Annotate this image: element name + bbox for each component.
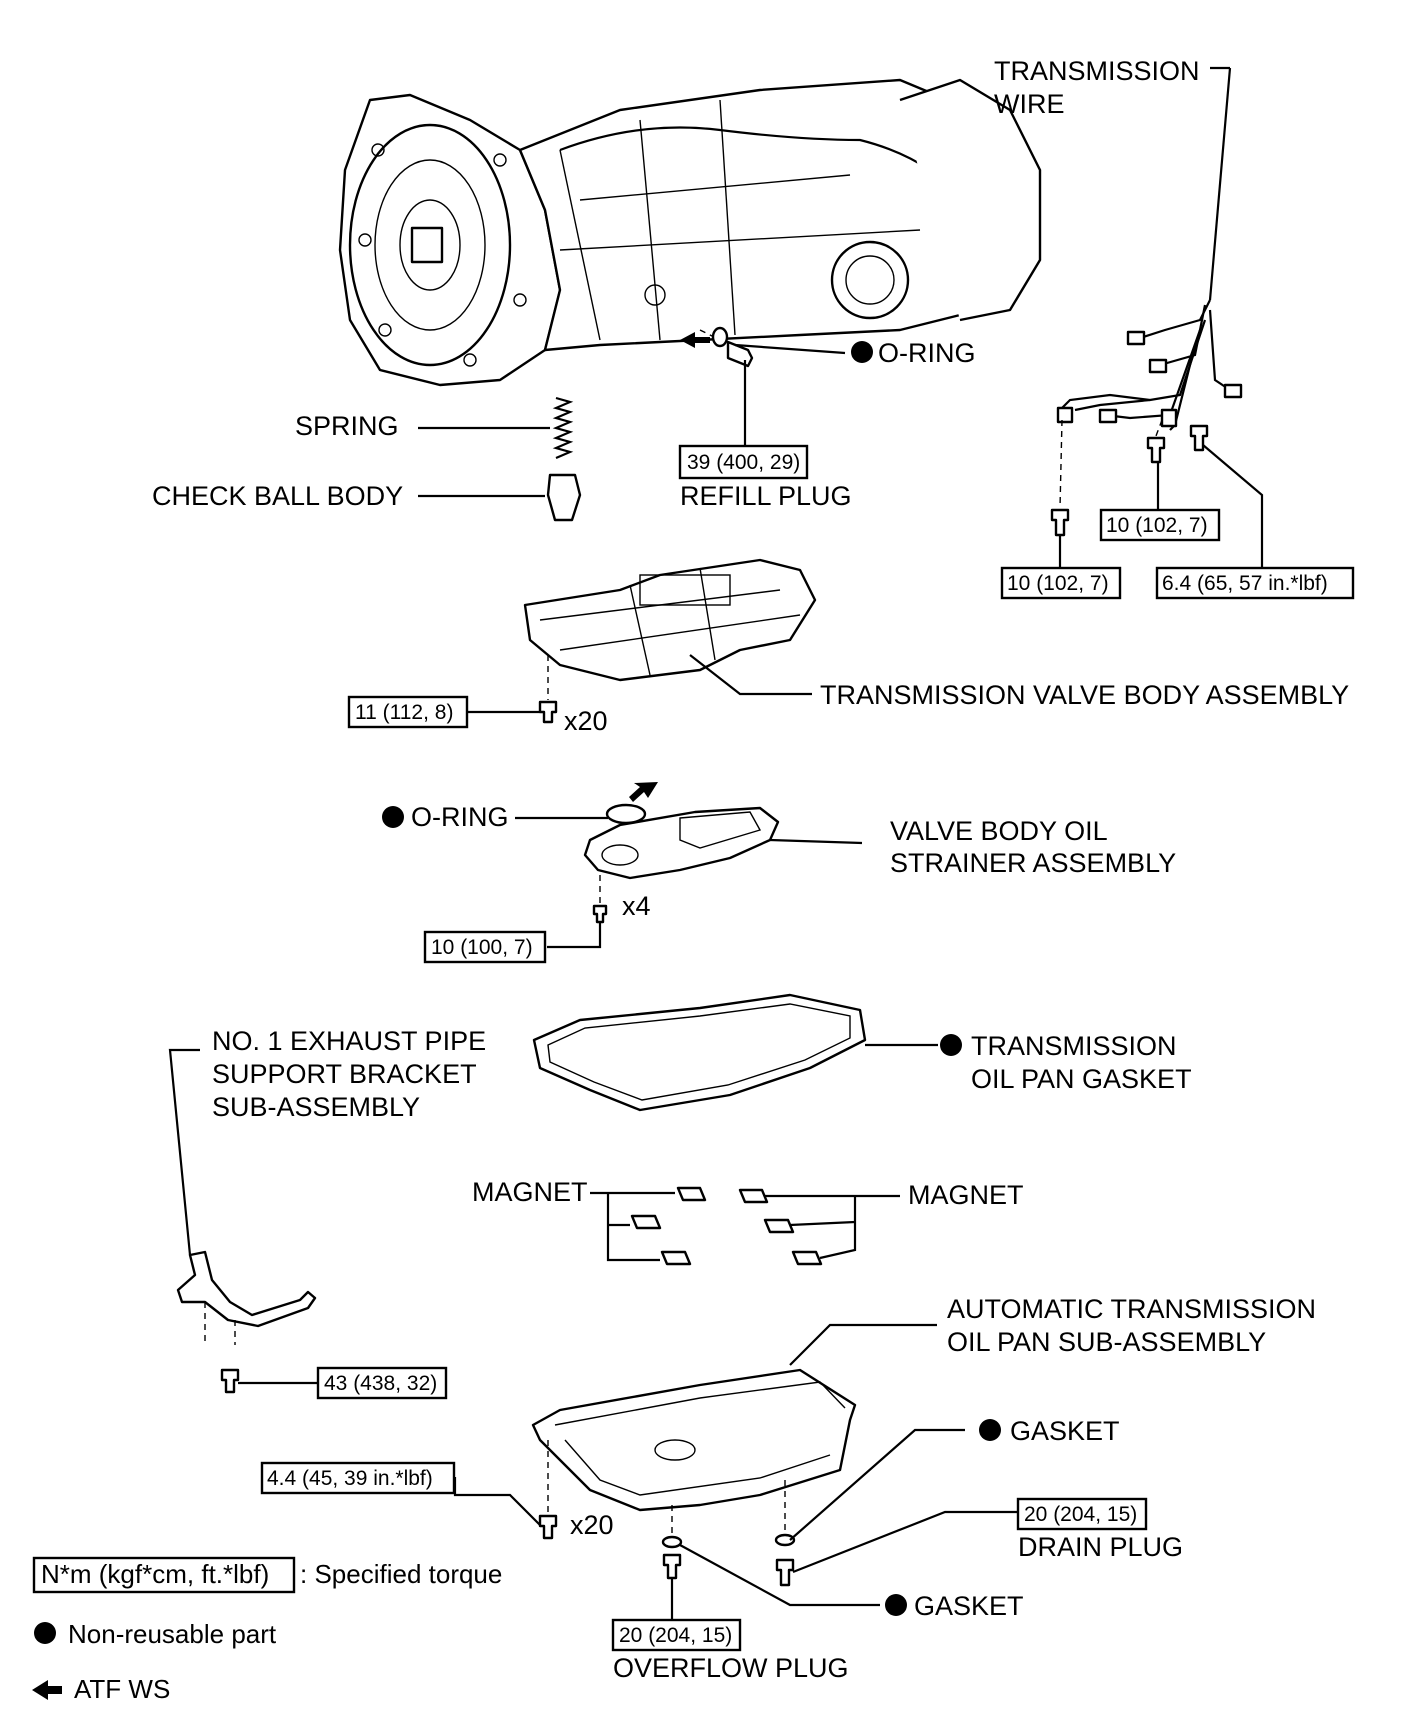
transmission-wire-label-1: TRANSMISSION bbox=[994, 56, 1200, 86]
gasket-upper-label: GASKET bbox=[1010, 1416, 1120, 1446]
gasket-lower-label: GASKET bbox=[914, 1591, 1024, 1621]
magnet-part bbox=[660, 1250, 692, 1266]
overflow-gasket-part bbox=[661, 1535, 683, 1549]
legend-non-reusable: Non-reusable part bbox=[68, 1619, 277, 1649]
oil-pan-qty: x20 bbox=[570, 1510, 614, 1540]
check-ball-body-label: CHECK BALL BODY bbox=[152, 481, 403, 511]
spring-checkball-group: SPRING CHECK BALL BODY bbox=[152, 396, 582, 522]
spring-label: SPRING bbox=[295, 411, 399, 441]
non-reusable-dot-icon bbox=[851, 341, 873, 363]
exhaust-bracket-part bbox=[176, 1250, 317, 1328]
magnet-part bbox=[763, 1218, 795, 1234]
overflow-plug-torque: 20 (204, 15) bbox=[619, 1624, 732, 1647]
drain-plug-part bbox=[775, 1558, 795, 1587]
o-ring-label: O-RING bbox=[878, 338, 976, 368]
atf-arrow-icon bbox=[680, 332, 710, 348]
strainer-o-ring-part bbox=[605, 803, 647, 825]
legend: N*m (kgf*cm, ft.*lbf) : Specified torque… bbox=[32, 1556, 502, 1704]
o-ring-part bbox=[711, 326, 729, 348]
magnet-part bbox=[676, 1186, 707, 1202]
o-ring-strainer-label: O-RING bbox=[411, 802, 509, 832]
refill-plug-group: O-RING 39 (400, 29) REFILL PLUG bbox=[678, 326, 976, 511]
atf-arrow-icon bbox=[629, 782, 658, 802]
oil-pan-torque: 4.4 (45, 39 in.*lbf) bbox=[267, 1467, 433, 1490]
oil-pan-part bbox=[531, 1368, 857, 1512]
exhaust-bracket-label-3: SUB-ASSEMBLY bbox=[212, 1092, 420, 1122]
transmission-wire-group: TRANSMISSION WIRE 10 (102, 7) 10 (102, 7… bbox=[994, 56, 1355, 600]
wire-bolt-mid-torque: 10 (102, 7) bbox=[1106, 514, 1208, 537]
exhaust-bracket-torque: 43 (438, 32) bbox=[324, 1372, 437, 1395]
legend-atf: ATF WS bbox=[74, 1674, 170, 1704]
drain-plug-label: DRAIN PLUG bbox=[1018, 1532, 1183, 1562]
legend-torque-box bbox=[32, 1556, 296, 1594]
valve-body-torque: 11 (112, 8) bbox=[355, 701, 453, 724]
drain-plug-torque: 20 (204, 15) bbox=[1024, 1503, 1137, 1526]
strainer-label-1: VALVE BODY OIL bbox=[890, 816, 1108, 846]
refill-plug-torque: 39 (400, 29) bbox=[687, 451, 800, 474]
oil-pan-label-2: OIL PAN SUB-ASSEMBLY bbox=[947, 1327, 1266, 1357]
magnet-left-label: MAGNET bbox=[472, 1177, 588, 1207]
oil-pan-gasket-group: TRANSMISSION OIL PAN GASKET bbox=[532, 993, 1192, 1112]
exhaust-bracket-group: NO. 1 EXHAUST PIPE SUPPORT BRACKET SUB-A… bbox=[168, 1026, 486, 1400]
magnet-part bbox=[630, 1214, 662, 1230]
exhaust-bracket-label-2: SUPPORT BRACKET bbox=[212, 1059, 477, 1089]
strainer-part bbox=[583, 806, 780, 880]
atf-arrow-icon bbox=[32, 1680, 62, 1700]
pan-gasket-label-1: TRANSMISSION bbox=[971, 1031, 1177, 1061]
pan-gasket-label-2: OIL PAN GASKET bbox=[971, 1064, 1192, 1094]
non-reusable-dot-icon bbox=[34, 1622, 56, 1644]
oil-pan-label-1: AUTOMATIC TRANSMISSION bbox=[947, 1294, 1316, 1324]
magnets-group: MAGNET MAGNET bbox=[472, 1177, 1024, 1266]
exhaust-bracket-label-1: NO. 1 EXHAUST PIPE bbox=[212, 1026, 486, 1056]
transmission-assembly-illustration bbox=[338, 78, 1042, 387]
valve-body-part bbox=[523, 558, 817, 682]
legend-torque-unit: N*m (kgf*cm, ft.*lbf) bbox=[41, 1559, 269, 1589]
non-reusable-dot-icon bbox=[382, 806, 404, 828]
wire-bolt-right-torque: 6.4 (65, 57 in.*lbf) bbox=[1162, 572, 1328, 595]
check-ball-body-part bbox=[546, 473, 582, 522]
valve-body-group: 11 (112, 8) x20 TRANSMISSION VALVE BODY … bbox=[347, 558, 1349, 736]
transmission-wire-label-2: WIRE bbox=[994, 89, 1065, 119]
oil-pan-group: AUTOMATIC TRANSMISSION OIL PAN SUB-ASSEM… bbox=[260, 1294, 1316, 1683]
oil-pan-gasket-part bbox=[532, 993, 867, 1112]
magnet-part bbox=[791, 1250, 823, 1266]
strainer-group: O-RING VALVE BODY OIL STRAINER ASSEMBLY … bbox=[382, 782, 1176, 964]
magnet-part bbox=[738, 1188, 769, 1204]
strainer-qty: x4 bbox=[622, 891, 651, 921]
strainer-torque: 10 (100, 7) bbox=[431, 936, 533, 959]
non-reusable-dot-icon bbox=[885, 1594, 907, 1616]
valve-body-qty: x20 bbox=[564, 706, 608, 736]
strainer-label-2: STRAINER ASSEMBLY bbox=[890, 848, 1176, 878]
magnet-right-label: MAGNET bbox=[908, 1180, 1024, 1210]
non-reusable-dot-icon bbox=[979, 1419, 1001, 1441]
wire-bolt-left-torque: 10 (102, 7) bbox=[1007, 572, 1109, 595]
overflow-plug-label: OVERFLOW PLUG bbox=[613, 1653, 849, 1683]
legend-torque-desc: : Specified torque bbox=[300, 1559, 502, 1589]
valve-body-label: TRANSMISSION VALVE BODY ASSEMBLY bbox=[820, 680, 1349, 710]
non-reusable-dot-icon bbox=[940, 1034, 962, 1056]
overflow-plug-part bbox=[662, 1553, 682, 1580]
refill-plug-label: REFILL PLUG bbox=[680, 481, 852, 511]
drain-gasket-part bbox=[774, 1533, 796, 1547]
